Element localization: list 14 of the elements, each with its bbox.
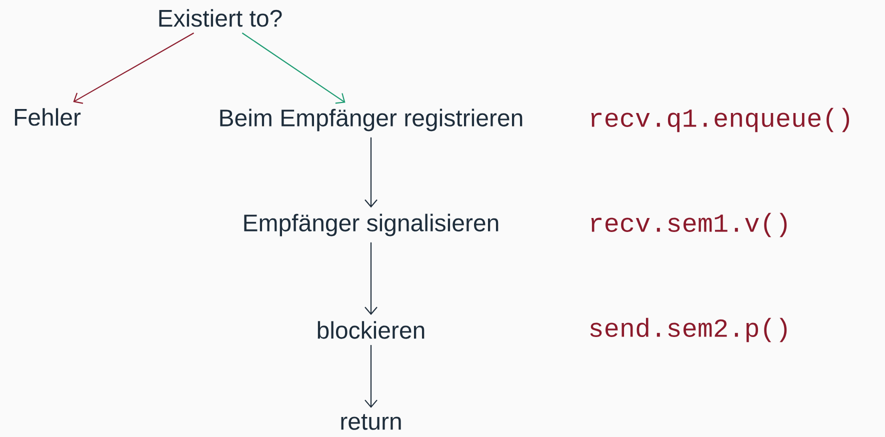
step-text: return — [341, 414, 401, 430]
code-text: send.sem2.p() — [590, 318, 787, 342]
step-text: Fehler — [14, 108, 81, 126]
step-text: Existiert to? — [159, 9, 282, 27]
step-text: Empfänger signalisieren — [244, 214, 498, 236]
arrow — [242, 32, 346, 104]
arrow — [364, 242, 378, 315]
code-text: recv.q1.enqueue() — [591, 108, 850, 132]
step-text: blockieren — [318, 321, 424, 339]
step-text: Beim Empfänger registrieren — [220, 108, 522, 132]
arrow — [364, 137, 378, 208]
code-text: recv.sem1.v() — [591, 212, 787, 238]
arrow — [364, 345, 378, 408]
arrow — [73, 32, 194, 104]
